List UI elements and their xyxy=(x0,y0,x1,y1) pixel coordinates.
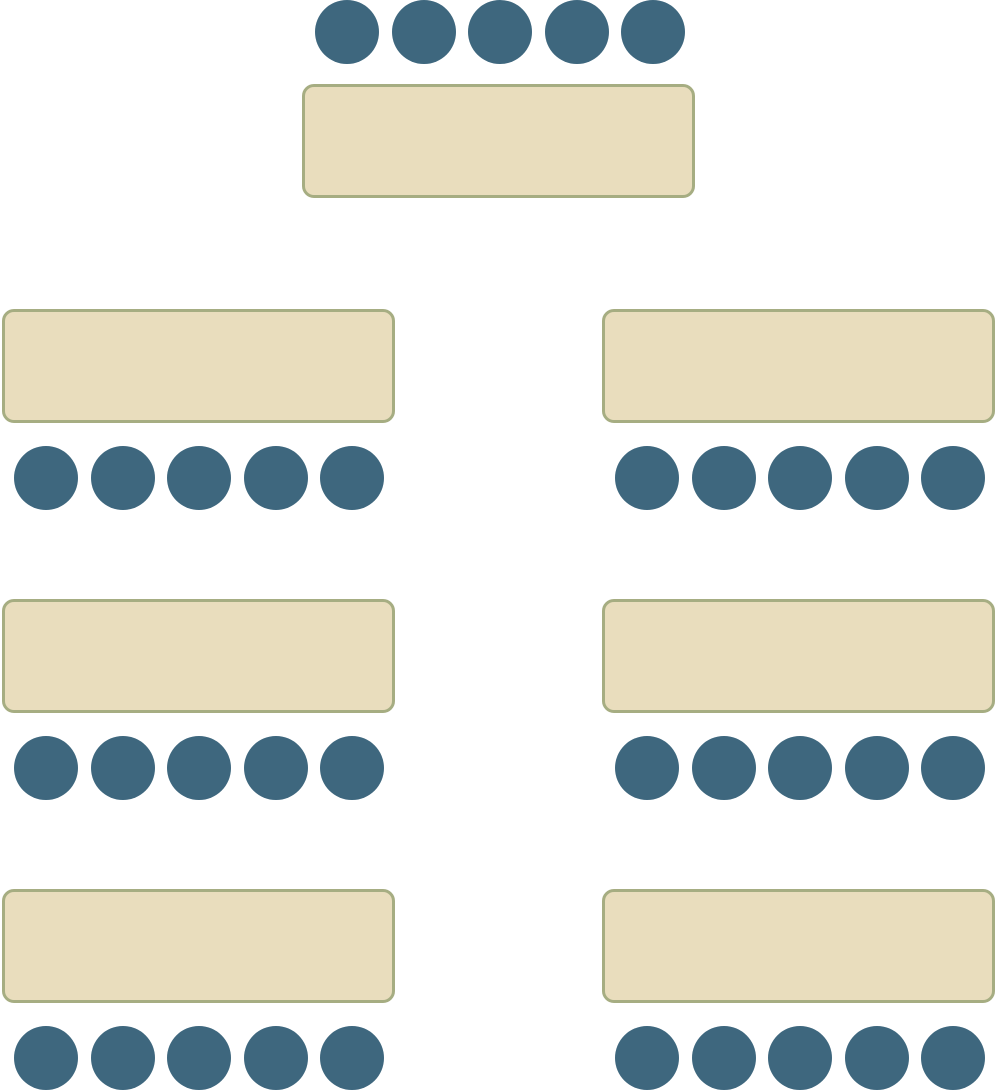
seat-row-1-right-1 xyxy=(615,446,679,510)
seat-row-3-left-5 xyxy=(320,1026,384,1090)
table-row-1-left xyxy=(2,309,395,423)
seat-row-1-left-1 xyxy=(14,446,78,510)
seat-row-2-left-3 xyxy=(167,736,231,800)
table-head xyxy=(302,84,695,198)
seat-row-3-left-3 xyxy=(167,1026,231,1090)
seat-head-1 xyxy=(315,0,379,64)
seat-row-1-left-4 xyxy=(244,446,308,510)
seat-row-2-right-5 xyxy=(921,736,985,800)
seat-row-3-right-5 xyxy=(921,1026,985,1090)
seat-row-2-right-4 xyxy=(845,736,909,800)
seat-row-2-left-5 xyxy=(320,736,384,800)
seat-row-1-right-3 xyxy=(768,446,832,510)
table-row-3-right xyxy=(602,889,995,1003)
seat-row-2-left-4 xyxy=(244,736,308,800)
seat-row-3-left-1 xyxy=(14,1026,78,1090)
seat-row-1-left-3 xyxy=(167,446,231,510)
seat-head-2 xyxy=(392,0,456,64)
seat-row-3-left-4 xyxy=(244,1026,308,1090)
seat-row-3-right-4 xyxy=(845,1026,909,1090)
seat-row-3-left-2 xyxy=(91,1026,155,1090)
seat-row-2-right-1 xyxy=(615,736,679,800)
table-row-1-right xyxy=(602,309,995,423)
seat-row-1-right-4 xyxy=(845,446,909,510)
table-row-3-left xyxy=(2,889,395,1003)
table-row-2-left xyxy=(2,599,395,713)
seat-row-3-right-2 xyxy=(692,1026,756,1090)
seat-row-1-right-2 xyxy=(692,446,756,510)
seat-head-4 xyxy=(545,0,609,64)
seat-row-2-right-2 xyxy=(692,736,756,800)
seat-row-3-right-3 xyxy=(768,1026,832,1090)
seat-row-3-right-1 xyxy=(615,1026,679,1090)
seat-head-5 xyxy=(621,0,685,64)
table-row-2-right xyxy=(602,599,995,713)
seat-row-2-left-1 xyxy=(14,736,78,800)
seat-row-2-left-2 xyxy=(91,736,155,800)
seat-row-1-right-5 xyxy=(921,446,985,510)
seat-row-2-right-3 xyxy=(768,736,832,800)
seat-row-1-left-5 xyxy=(320,446,384,510)
seat-row-1-left-2 xyxy=(91,446,155,510)
seat-head-3 xyxy=(468,0,532,64)
